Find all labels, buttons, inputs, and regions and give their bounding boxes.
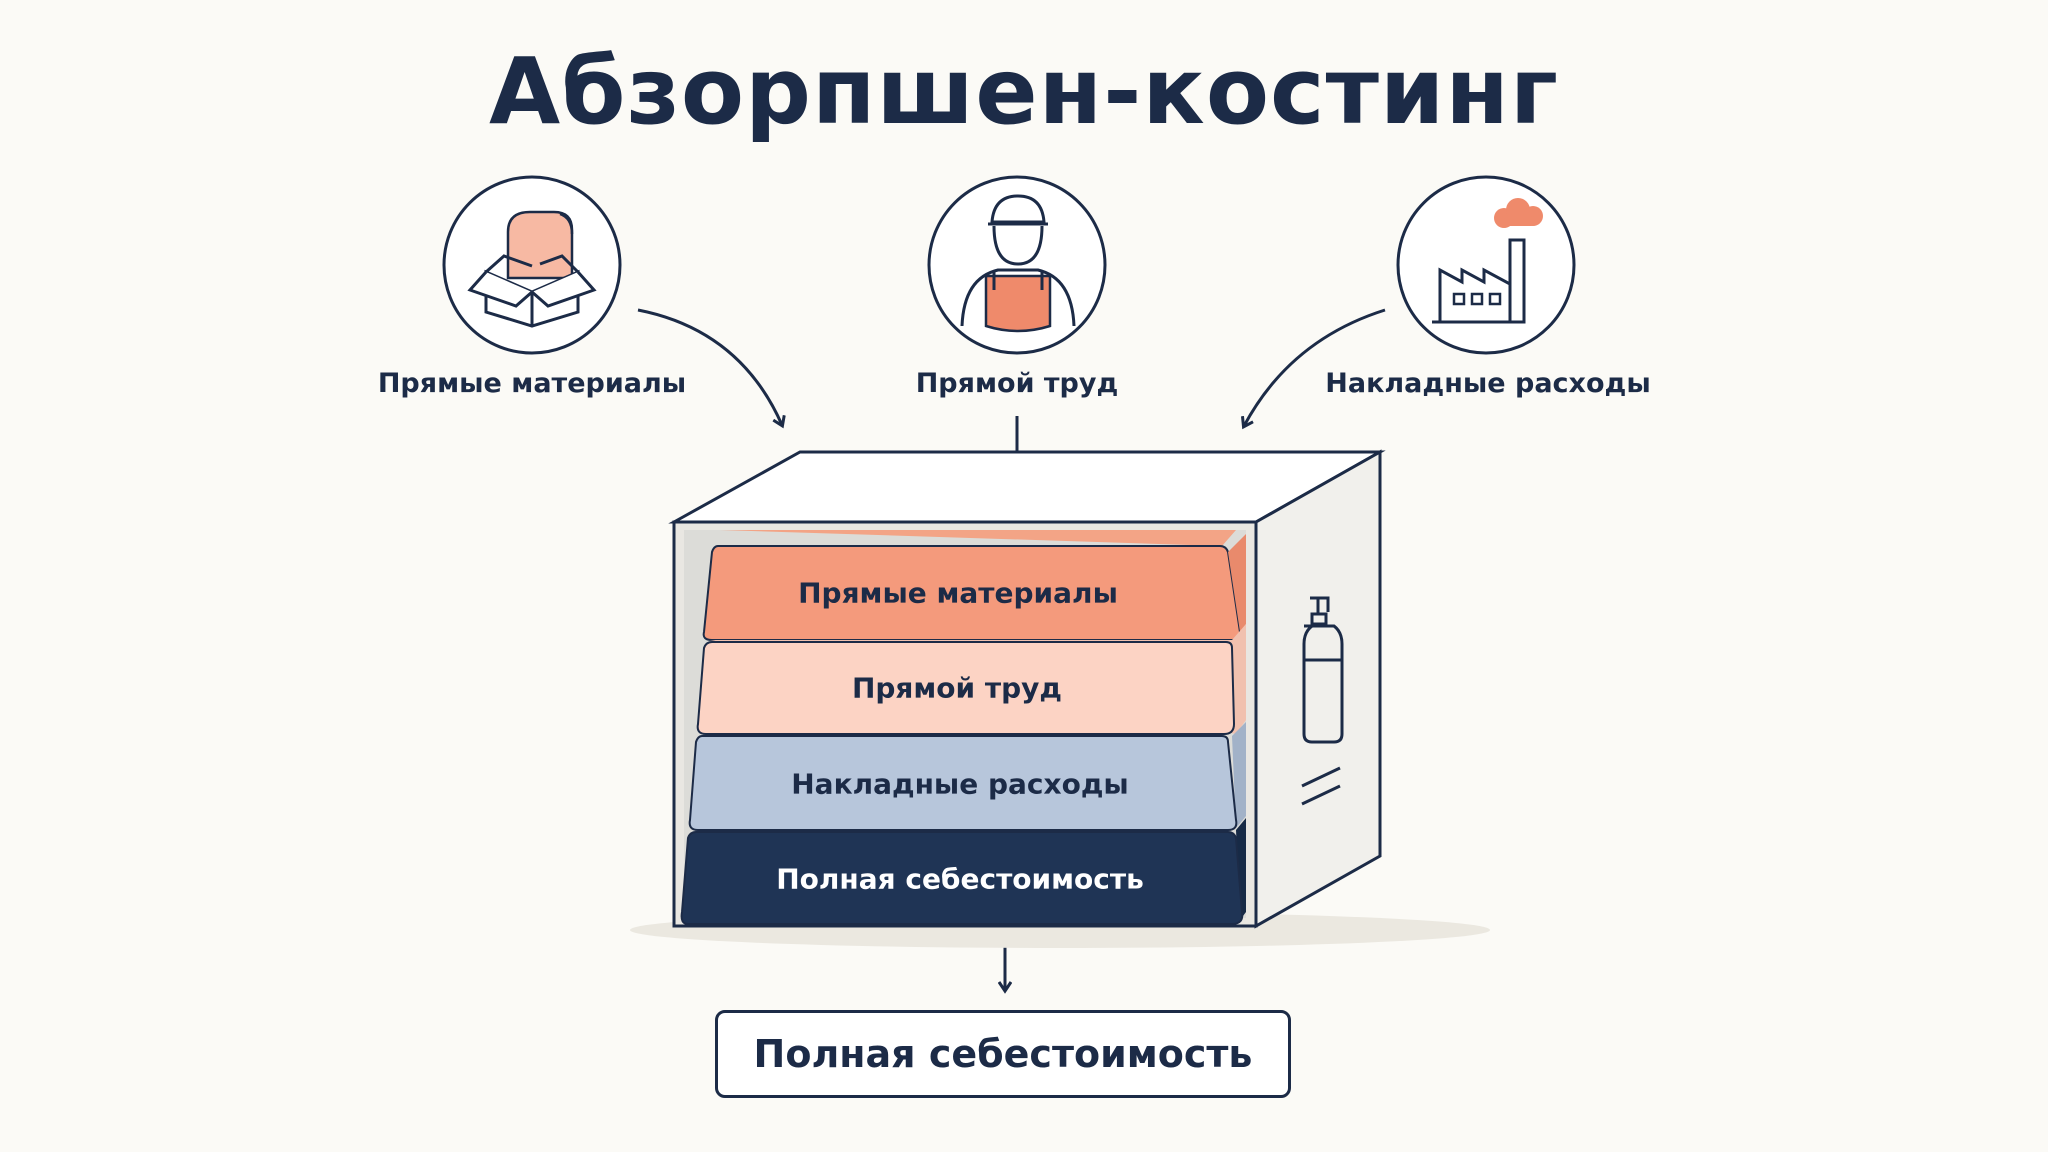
layer-direct-labor: [696, 624, 1246, 735]
factory-icon: [1396, 175, 1576, 355]
layer-overhead: [688, 722, 1246, 831]
layer-direct-materials: [702, 530, 1246, 641]
layer-label-full-cost: Полная себестоимость: [776, 862, 1144, 896]
input-label-overhead: Накладные расходы: [1325, 368, 1651, 399]
box-materials-icon: [442, 175, 622, 355]
result-box: Полная себестоимость: [715, 1010, 1291, 1098]
layer-label-overhead: Накладные расходы: [791, 767, 1129, 801]
result-label: Полная себестоимость: [753, 1032, 1253, 1076]
input-label-labor: Прямой труд: [915, 368, 1119, 399]
layer-label-labor: Прямой труд: [851, 671, 1063, 705]
layer-full-cost: [680, 818, 1246, 925]
input-label-materials: Прямые материалы: [377, 368, 687, 399]
arrow-overhead: [1244, 308, 1386, 426]
layer-label-materials: Прямые материалы: [798, 576, 1118, 610]
worker-icon: [927, 175, 1107, 355]
bottle-icon: [1302, 596, 1344, 744]
page-title: Абзорпшен-костинг: [489, 38, 1559, 145]
arrow-materials: [637, 308, 782, 425]
